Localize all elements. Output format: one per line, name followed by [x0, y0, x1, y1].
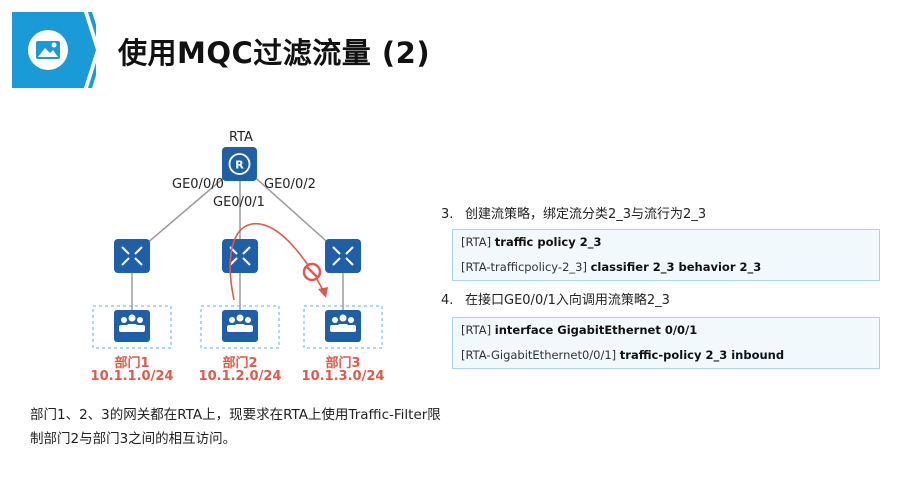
step-4-number: 4. — [441, 293, 454, 308]
prohibited-icon — [302, 262, 322, 282]
command-box-step-3: [RTA] traffic policy 2_3 [RTA-trafficpol… — [452, 229, 880, 281]
image-icon — [28, 30, 68, 70]
step-4-text: 在接口GE0/0/1入向调用流策略2_3 — [465, 293, 670, 308]
step-4: 4. 在接口GE0/0/1入向调用流策略2_3 — [441, 289, 670, 308]
switch-icon-3[interactable] — [325, 239, 361, 273]
command-text: traffic-policy 2_3 inbound — [619, 348, 785, 362]
command-text: traffic policy 2_3 — [494, 235, 602, 249]
dept-name-2: 部门2 — [222, 356, 258, 371]
step-3-text: 创建流策略，绑定流分类2_3与流行为2_3 — [465, 207, 707, 222]
port-label-ge002: GE0/0/2 — [264, 177, 316, 192]
header-badge — [12, 12, 104, 88]
users-icon-1 — [114, 310, 150, 342]
dept-name-3: 部门3 — [325, 356, 361, 371]
port-label-ge001: GE0/0/1 — [213, 195, 265, 210]
step-3-number: 3. — [441, 207, 454, 222]
dept-network-2: 10.1.2.0/24 — [198, 369, 282, 384]
command-line: [RTA] interface GigabitEthernet 0/0/1 — [453, 318, 879, 343]
network-diagram: R — [0, 0, 460, 400]
command-prompt: [RTA] — [461, 323, 492, 337]
scenario-description: 部门1、2、3的网关都在RTA上，现要求在RTA上使用Traffic-Filte… — [30, 407, 441, 447]
command-box-step-4: [RTA] interface GigabitEthernet 0/0/1 [R… — [452, 317, 880, 369]
router-label: RTA — [229, 130, 253, 145]
svg-text:R: R — [235, 159, 244, 172]
command-prompt: [RTA-trafficpolicy-2_3] — [461, 260, 587, 274]
switch-icon-2[interactable] — [222, 239, 258, 273]
command-line: [RTA-GigabitEthernet0/0/1] traffic-polic… — [453, 343, 879, 368]
command-line: [RTA-trafficpolicy-2_3] classifier 2_3 b… — [453, 255, 879, 280]
command-prompt: [RTA] — [461, 235, 492, 249]
command-text: classifier 2_3 behavior 2_3 — [590, 260, 762, 274]
command-line: [RTA] traffic policy 2_3 — [453, 230, 879, 255]
port-label-ge000: GE0/0/0 — [172, 177, 224, 192]
command-prompt: [RTA-GigabitEthernet0/0/1] — [461, 348, 617, 362]
step-3: 3. 创建流策略，绑定流分类2_3与流行为2_3 — [441, 203, 706, 222]
dept-network-3: 10.1.3.0/24 — [301, 369, 385, 384]
users-icon-2 — [222, 310, 258, 342]
dept-name-1: 部门1 — [114, 356, 150, 371]
blocked-traffic-arrow — [229, 223, 328, 301]
dept-network-1: 10.1.1.0/24 — [90, 369, 174, 384]
switch-icon-1[interactable] — [114, 239, 150, 273]
dept-boxes — [92, 305, 383, 349]
page-title: 使用MQC过滤流量 (2) — [118, 36, 431, 70]
router-icon[interactable]: R — [222, 147, 257, 181]
users-icon-3 — [325, 310, 361, 342]
command-text: interface GigabitEthernet 0/0/1 — [494, 323, 698, 337]
